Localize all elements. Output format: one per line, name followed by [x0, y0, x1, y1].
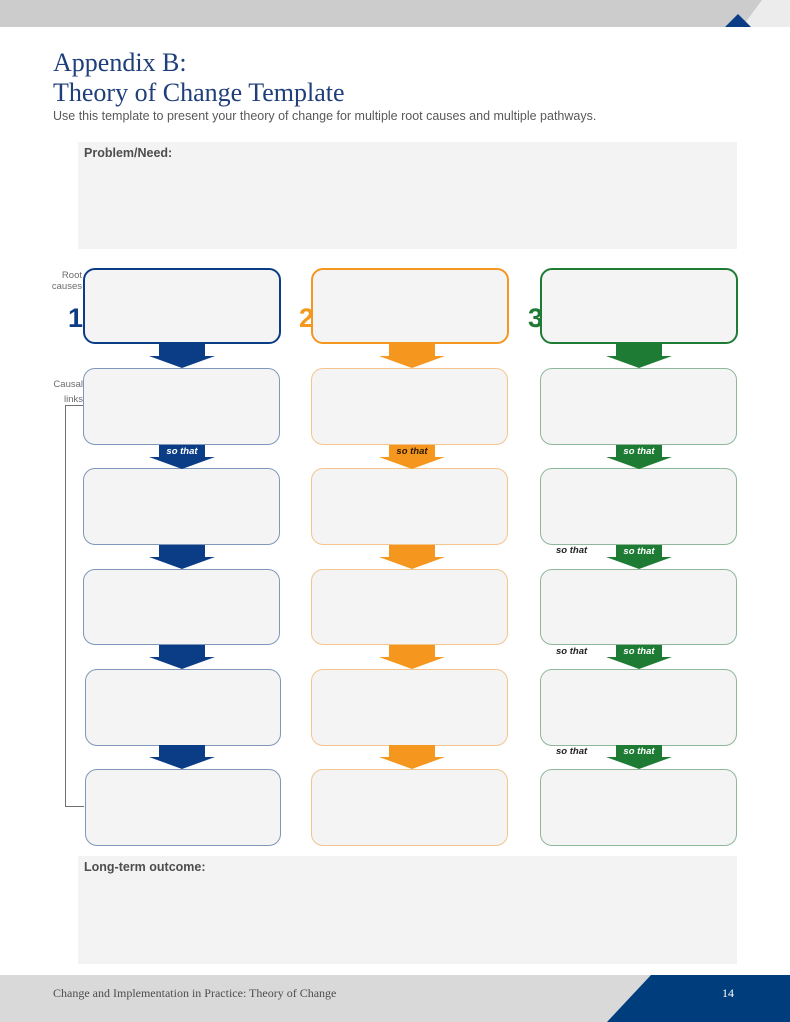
root-cause-box-1[interactable] [83, 268, 281, 344]
so-that-label: so that [166, 446, 198, 457]
page-number: 14 [722, 986, 734, 1000]
down-arrow-icon [149, 344, 215, 368]
causal-link-box-1-3[interactable] [83, 569, 280, 645]
causal-link-box-3-4[interactable] [540, 669, 737, 746]
root-cause-box-3[interactable] [540, 268, 738, 344]
so-that-outside-label: so that [556, 646, 588, 657]
causal-link-box-1-2[interactable] [83, 468, 280, 545]
so-that-label: so that [623, 646, 655, 657]
page-title-line2: Theory of Change Template [53, 78, 345, 107]
root-cause-box-2[interactable] [311, 268, 509, 344]
causal-link-box-3-2[interactable] [540, 468, 737, 545]
top-bar [0, 0, 790, 27]
down-arrow-icon [149, 645, 215, 669]
down-arrow-icon: so that [606, 645, 672, 669]
long-term-outcome-field[interactable]: Long-term outcome: [78, 856, 737, 964]
so-that-outside-label: so that [556, 746, 588, 757]
so-that-label: so that [396, 446, 428, 457]
so-that-label: so that [623, 546, 655, 557]
causal-link-box-1-4[interactable] [85, 669, 281, 746]
causal-link-box-3-1[interactable] [540, 368, 737, 445]
down-arrow-icon: so that [606, 445, 672, 469]
pathway-number-2: 2 [299, 303, 315, 333]
page-title-line1: Appendix B: [53, 48, 187, 77]
causal-link-box-2-4[interactable] [311, 669, 508, 746]
long-term-outcome-label: Long-term outcome: [84, 860, 206, 874]
pathway-number-1: 1 [68, 303, 84, 333]
down-arrow-icon [379, 645, 445, 669]
down-arrow-icon [379, 344, 445, 368]
down-arrow-icon [149, 745, 215, 769]
pathway-number-3: 3 [528, 303, 544, 333]
down-arrow-icon: so that [606, 745, 672, 769]
causal-links-bracket [65, 405, 84, 807]
top-bar-accent [725, 0, 790, 27]
so-that-label: so that [623, 446, 655, 457]
footer-accent [607, 975, 790, 1022]
causal-link-box-1-1[interactable] [83, 368, 280, 445]
causal-link-box-1-5[interactable] [85, 769, 281, 846]
causal-link-box-3-5[interactable] [540, 769, 737, 846]
causal-link-box-2-1[interactable] [311, 368, 508, 445]
footer-document-title: Change and Implementation in Practice: T… [53, 986, 337, 1000]
problem-need-label: Problem/Need: [84, 146, 173, 160]
down-arrow-icon: so that [149, 445, 215, 469]
down-arrow-icon [379, 745, 445, 769]
problem-need-field[interactable]: Problem/Need: [78, 142, 737, 249]
down-arrow-icon: so that [379, 445, 445, 469]
down-arrow-icon: so that [606, 545, 672, 569]
causal-links-label: Causal links [53, 379, 83, 405]
causal-link-box-2-5[interactable] [311, 769, 508, 846]
so-that-label: so that [623, 746, 655, 757]
page-subtitle: Use this template to present your theory… [53, 109, 597, 123]
so-that-outside-label: so that [556, 545, 588, 556]
causal-link-box-2-3[interactable] [311, 569, 508, 645]
root-causes-label: Root causes [51, 270, 82, 292]
down-arrow-icon [606, 344, 672, 368]
causal-link-box-2-2[interactable] [311, 468, 508, 545]
down-arrow-icon [379, 545, 445, 569]
down-arrow-icon [149, 545, 215, 569]
causal-link-box-3-3[interactable] [540, 569, 737, 645]
